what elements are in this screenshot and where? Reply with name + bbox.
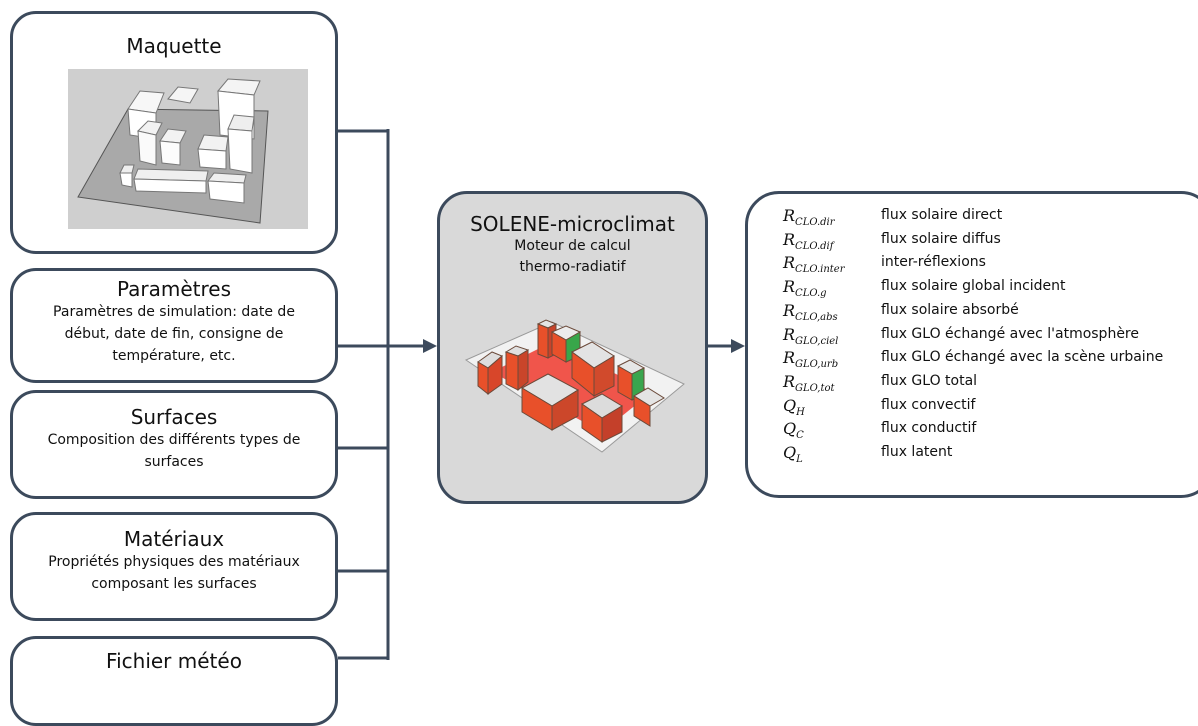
- surfaces-desc-line-1: Composition des différents types de: [47, 432, 301, 448]
- materiaux-desc-line-2: composant les surfaces: [91, 576, 257, 592]
- output-symbol-subscript: GLO,urb: [795, 359, 839, 371]
- output-symbol: RGLO,urb: [783, 348, 883, 370]
- engine-title: SOLENE-microclimat: [470, 212, 675, 236]
- output-label: inter-réflexions: [881, 254, 986, 271]
- output-symbol: RCLO.g: [783, 277, 883, 299]
- output-label: flux solaire global incident: [881, 278, 1066, 295]
- surfaces-title: Surfaces: [130, 405, 218, 429]
- output-symbol: RCLO,abs: [783, 301, 883, 323]
- output-symbol: RGLO,ciel: [783, 325, 883, 347]
- output-symbol-base: R: [783, 324, 796, 344]
- materiaux-title: Matériaux: [123, 527, 225, 551]
- output-symbol-base: R: [783, 206, 796, 225]
- output-label: flux solaire diffus: [881, 230, 1001, 247]
- materiaux-box: Matériaux Propriétés physiques des matér…: [10, 512, 338, 621]
- arrow-to-outputs: [731, 339, 745, 353]
- output-label: flux GLO total: [881, 372, 978, 389]
- output-symbol-subscript: GLO,tot: [795, 383, 835, 395]
- output-label: flux solaire absorbé: [881, 301, 1019, 318]
- output-symbol-subscript: L: [796, 454, 803, 466]
- output-symbol-subscript: CLO.inter: [795, 264, 845, 276]
- output-symbol-base: R: [783, 253, 796, 273]
- engine-box: SOLENE-microclimat Moteur de calcul ther…: [437, 191, 708, 504]
- output-symbol: RCLO.inter: [783, 253, 883, 275]
- output-label: flux latent: [881, 444, 953, 460]
- materiaux-desc-line-1: Propriétés physiques des matériaux: [48, 554, 300, 570]
- output-symbol-subscript: GLO,ciel: [795, 335, 839, 347]
- output-symbol: RCLO.dif: [783, 230, 883, 252]
- output-symbol: QH: [783, 396, 883, 418]
- output-symbol-base: R: [783, 277, 796, 297]
- output-symbol-subscript: CLO.g: [795, 288, 827, 300]
- output-symbol-base: R: [783, 371, 796, 391]
- maquette-3d-model-image: [68, 69, 308, 229]
- output-label: flux conductif: [881, 420, 977, 437]
- maquette-box: Maquette: [10, 11, 338, 254]
- output-symbol-base: Q: [783, 443, 797, 462]
- output-symbol-base: R: [783, 229, 796, 249]
- connector-lines: [338, 129, 745, 660]
- output-symbol-subscript: H: [796, 406, 805, 418]
- surfaces-box: Surfaces Composition des différents type…: [10, 390, 338, 499]
- thermal-simulation-render-image: [464, 319, 685, 453]
- output-symbol-base: R: [783, 348, 796, 368]
- output-symbol: RCLO.dir: [783, 206, 883, 228]
- output-symbol-base: Q: [783, 419, 797, 439]
- output-symbol-base: R: [783, 300, 796, 320]
- output-label: flux convectif: [881, 396, 976, 413]
- output-symbol: QL: [783, 443, 883, 465]
- output-label: flux solaire direct: [881, 207, 1003, 223]
- output-symbol-subscript: C: [796, 430, 804, 442]
- output-label: flux GLO échangé avec l'atmosphère: [881, 325, 1139, 342]
- parametres-title: Paramètres: [116, 277, 232, 301]
- parametres-desc-line-1: Paramètres de simulation: date de: [53, 304, 295, 320]
- output-symbol: RGLO,tot: [783, 372, 883, 394]
- output-symbol-subscript: CLO.dif: [795, 240, 834, 252]
- meteo-box: Fichier météo: [10, 636, 338, 726]
- output-symbol: QC: [783, 419, 883, 441]
- parametres-desc-line-2: début, date de fin, consigne de: [64, 326, 284, 342]
- maquette-title: Maquette: [126, 34, 222, 58]
- output-symbol-subscript: CLO,abs: [795, 311, 838, 323]
- output-symbol-subscript: CLO.dir: [795, 217, 835, 229]
- output-label: flux GLO échangé avec la scène urbaine: [881, 349, 1164, 366]
- meteo-title: Fichier météo: [106, 649, 242, 673]
- output-symbol-base: Q: [783, 395, 797, 415]
- arrow-to-engine: [423, 339, 437, 353]
- parametres-desc-line-3: température, etc.: [112, 348, 236, 364]
- surfaces-desc-line-2: surfaces: [144, 454, 204, 470]
- parametres-box: Paramètres Paramètres de simulation: dat…: [10, 268, 338, 383]
- engine-desc-line-1: Moteur de calcul: [514, 238, 631, 254]
- engine-desc-line-2: thermo-radiatif: [519, 259, 626, 275]
